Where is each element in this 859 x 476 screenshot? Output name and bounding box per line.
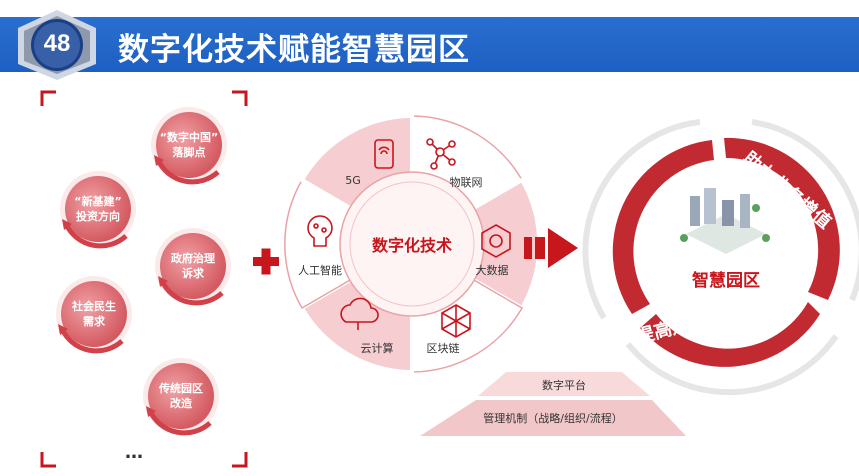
tech-5g-label: 5G [345, 174, 361, 187]
tech-cloud-label: 云计算 [361, 341, 394, 355]
park-center-label: 智慧园区 [692, 270, 760, 291]
blockchain-icon [441, 304, 471, 338]
driver-1-line1: “数字中国” [160, 130, 218, 144]
driver-bubble-3: 政府治理 诉求 [155, 228, 231, 306]
driver-bubble-4: 社会民生 需求 [56, 276, 132, 354]
bigdata-icon [481, 224, 511, 258]
driver-2-line2: 投资方向 [76, 209, 120, 223]
arrow-right-icon [524, 228, 578, 268]
tech-bigdata-label: 大数据 [476, 263, 509, 277]
driver-4-line2: 需求 [83, 314, 106, 328]
page-title: 数字化技术赋能智慧园区 [118, 32, 470, 68]
platform-bottom-label: 管理机制（战略/组织/流程） [483, 411, 622, 425]
tech-iot-label: 物联网 [450, 175, 483, 189]
5g-icon [374, 139, 394, 169]
tech-center-label: 数字化技术 [372, 236, 452, 255]
driver-bubble-2: “新基建” 投资方向 [60, 171, 136, 249]
header-bar [0, 17, 859, 72]
tech-blockchain-label: 区块链 [427, 341, 460, 355]
driver-2-line1: “新基建” [74, 194, 121, 208]
plus-icon [253, 248, 279, 275]
drivers-frame [40, 90, 248, 468]
city-icon [680, 188, 770, 254]
ai-icon [307, 215, 333, 247]
tech-ai-label: 人工智能 [298, 263, 342, 277]
driver-bubble-5: 传统园区 改造 [143, 358, 219, 436]
header: 48 数字化技术赋能智慧园区 [0, 0, 859, 80]
driver-5-line2: 改造 [170, 396, 193, 410]
platform-stack [420, 372, 686, 436]
driver-5-line1: 传统园区 [158, 381, 203, 395]
iot-icon [426, 138, 456, 170]
driver-4-line1: 社会民生 [71, 299, 116, 313]
page-number-badge: 48 [14, 8, 100, 80]
driver-1-line2: 落脚点 [173, 145, 206, 159]
smart-park-ring [582, 118, 859, 396]
badge-hexagon-icon [18, 10, 96, 80]
drivers-more-ellipsis: … [125, 442, 143, 463]
driver-3-line1: 政府治理 [171, 251, 215, 265]
cloud-icon [340, 297, 379, 330]
driver-bubble-1: “数字中国” 落脚点 [151, 107, 227, 185]
platform-top-label: 数字平台 [542, 378, 586, 392]
page-number: 48 [43, 30, 71, 57]
driver-3-line2: 诉求 [182, 266, 205, 280]
